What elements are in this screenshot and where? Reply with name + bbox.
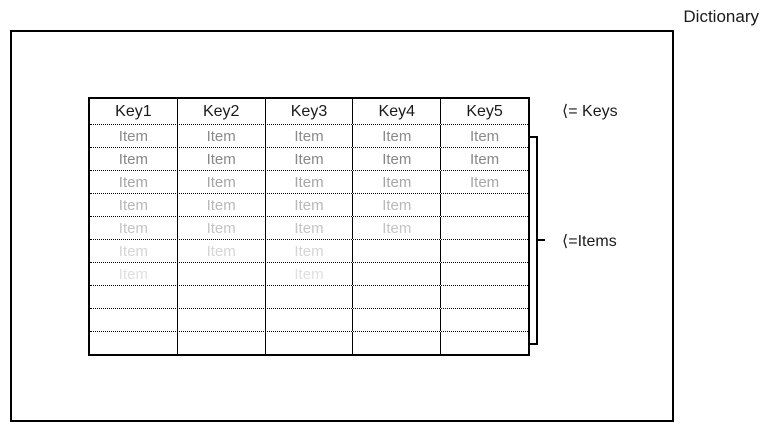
item-cell: Item bbox=[176, 171, 265, 193]
table-row bbox=[90, 308, 528, 331]
empty-cell bbox=[352, 309, 440, 331]
key-header-cell: Key3 bbox=[264, 99, 353, 124]
item-cell: Item bbox=[352, 148, 440, 170]
table-row bbox=[90, 331, 528, 354]
empty-cell bbox=[440, 194, 528, 216]
item-cell: Item bbox=[352, 217, 440, 239]
item-cell: Item bbox=[118, 173, 148, 191]
empty-cell bbox=[90, 309, 177, 331]
diagram-title: Dictionary bbox=[683, 7, 759, 26]
key-header-cell: Key1 bbox=[115, 102, 152, 120]
item-cell: Item bbox=[176, 148, 265, 170]
empty-cell bbox=[440, 309, 528, 331]
item-cell: Item bbox=[264, 240, 353, 262]
item-cell: Item bbox=[440, 125, 528, 147]
items-annotation: ⟨=Items bbox=[562, 233, 617, 250]
keys-annotation: ⟨= Keys bbox=[562, 103, 618, 120]
empty-cell bbox=[352, 332, 440, 354]
item-cell: Item bbox=[264, 217, 353, 239]
item-cell: Item bbox=[176, 194, 265, 216]
item-cell: Item bbox=[176, 125, 265, 147]
empty-cell bbox=[90, 332, 177, 354]
item-cell: Item bbox=[176, 217, 265, 239]
item-cell: Item bbox=[440, 148, 528, 170]
item-cell: Item bbox=[352, 125, 440, 147]
item-cell: Item bbox=[118, 127, 148, 145]
empty-cell bbox=[352, 263, 440, 285]
table-row: Item Item bbox=[90, 262, 528, 285]
item-cell: Item bbox=[118, 242, 148, 260]
item-cell: Item bbox=[118, 219, 148, 237]
item-cell: Item bbox=[440, 171, 528, 193]
key-header-cell: Key5 bbox=[440, 99, 528, 124]
item-cell: Item bbox=[264, 125, 353, 147]
item-cell: Item bbox=[118, 150, 148, 168]
empty-cell bbox=[440, 332, 528, 354]
item-cell: Item bbox=[352, 194, 440, 216]
empty-cell bbox=[440, 240, 528, 262]
item-cell: Item bbox=[264, 194, 353, 216]
item-cell: Item bbox=[264, 171, 353, 193]
item-cell: Item bbox=[352, 171, 440, 193]
empty-cell bbox=[352, 286, 440, 308]
empty-cell bbox=[176, 309, 265, 331]
key-header-cell: Key4 bbox=[352, 99, 440, 124]
empty-cell bbox=[176, 332, 265, 354]
empty-cell bbox=[440, 263, 528, 285]
key-header-cell: Key2 bbox=[176, 99, 265, 124]
empty-cell bbox=[440, 217, 528, 239]
item-cell: Item bbox=[264, 263, 353, 285]
item-cell: Item bbox=[118, 265, 148, 283]
empty-cell bbox=[176, 263, 265, 285]
table-row bbox=[90, 285, 528, 308]
empty-cell bbox=[264, 332, 353, 354]
item-cell: Item bbox=[264, 148, 353, 170]
empty-cell bbox=[264, 286, 353, 308]
empty-cell bbox=[352, 240, 440, 262]
empty-cell bbox=[264, 309, 353, 331]
items-brace-tick bbox=[537, 239, 545, 241]
empty-cell bbox=[440, 286, 528, 308]
empty-cell bbox=[90, 286, 177, 308]
empty-cell bbox=[176, 286, 265, 308]
item-cell: Item bbox=[118, 196, 148, 214]
item-cell: Item bbox=[176, 240, 265, 262]
